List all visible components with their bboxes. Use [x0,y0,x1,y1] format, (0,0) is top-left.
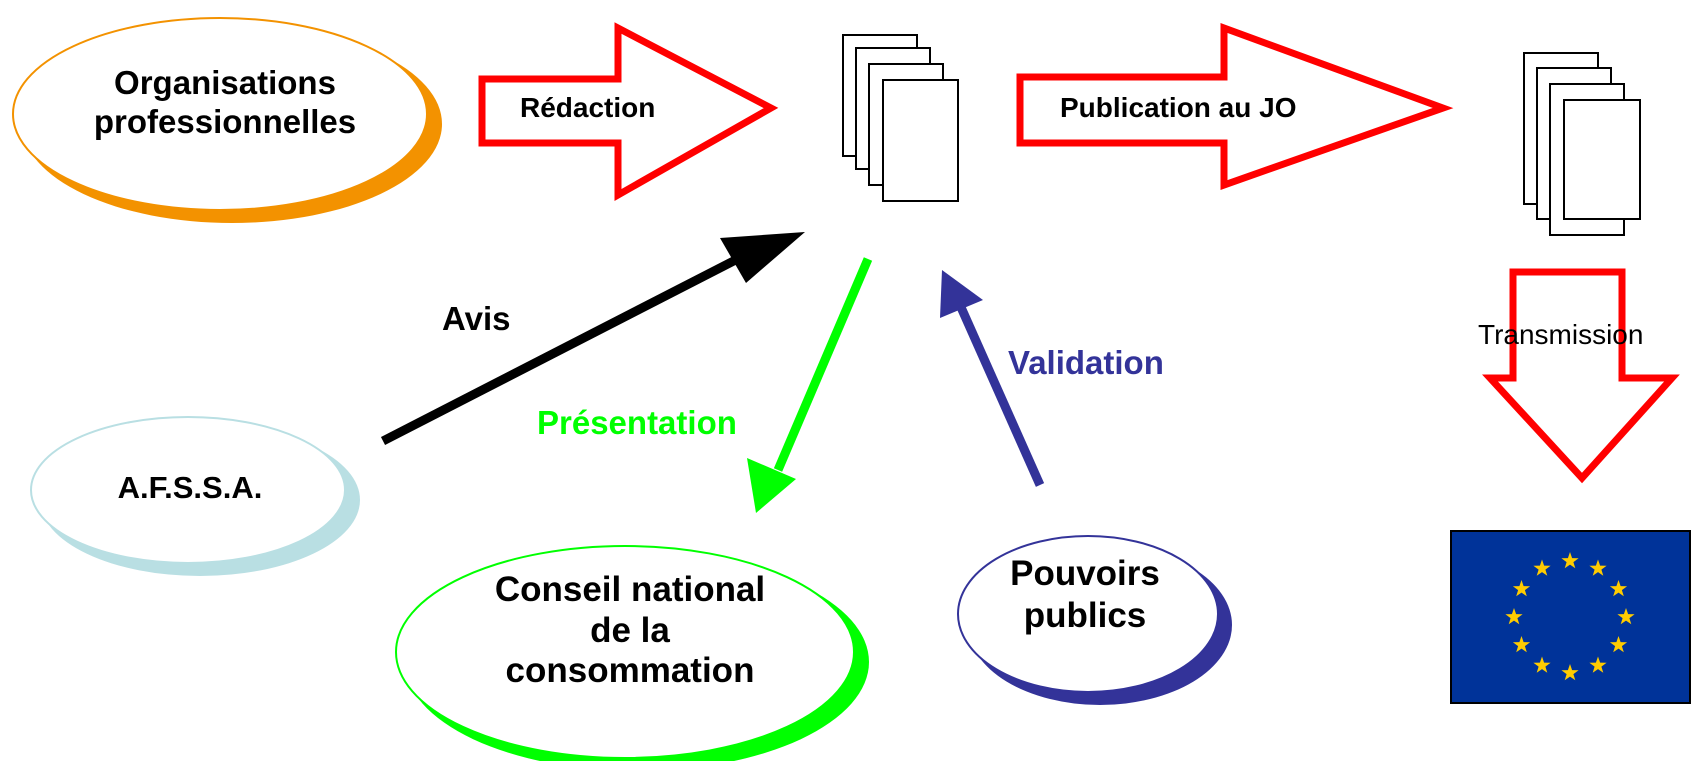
presentation-arrowhead [747,458,796,513]
eu-star-icon [1512,580,1531,597]
pouvoirs-label-line2: publics [1023,596,1147,635]
transmission-arrow-shape [1482,268,1680,484]
avis-arrow [380,245,758,446]
pouvoirs-node-shape [957,535,1232,705]
eu-star-icon [1561,552,1579,569]
conseil-label-line3: consommation [505,651,755,691]
eu-flag-icon [1450,530,1691,704]
eu-star-icon [1533,559,1551,576]
eu-star-icon [1505,608,1523,625]
organisations-label-line1: Organisations [114,64,336,101]
eu-star-icon [1609,636,1628,653]
eu-star-icon [1617,608,1635,625]
publication-label: Publication au JO [1060,92,1297,123]
presentation-arrow [773,257,873,472]
eu-star-icon [1561,664,1579,681]
eu-star-icon [1533,656,1551,673]
eu-star-icon [1609,580,1628,597]
transmission-label: Transmission [1478,319,1644,350]
validation-arrow [955,303,1045,487]
eu-star-icon [1589,559,1607,576]
redaction-arrow-shape [478,22,779,202]
validation-label: Validation [1008,344,1164,381]
eu-star-icon [1512,636,1531,653]
redaction-label: Rédaction [520,92,656,123]
conseil-node-shape [395,545,869,761]
publication-arrow-shape [1016,22,1454,190]
conseil-label: Conseil national de la consommation [455,570,805,692]
eu-star-icon [1589,656,1607,673]
afssa-node-shape [30,416,360,576]
organisations-node-shape [12,17,442,223]
organisations-label-line2: professionnelles [93,102,357,140]
presentation-label: Présentation [537,404,737,441]
validation-arrowhead [940,270,983,318]
conseil-label-line2: de la [590,610,670,650]
document-stack-icon [842,34,959,202]
organisations-label: Organisations professionnelles [60,64,390,142]
avis-label: Avis [442,300,511,337]
avis-arrowhead [720,232,805,283]
pouvoirs-label: Pouvoirs publics [960,553,1210,637]
pouvoirs-label-line1: Pouvoirs [1010,554,1160,593]
document-stack-icon [1523,52,1641,236]
afssa-label: A.F.S.S.A. [117,470,263,505]
conseil-label-line1: Conseil national [494,570,766,609]
